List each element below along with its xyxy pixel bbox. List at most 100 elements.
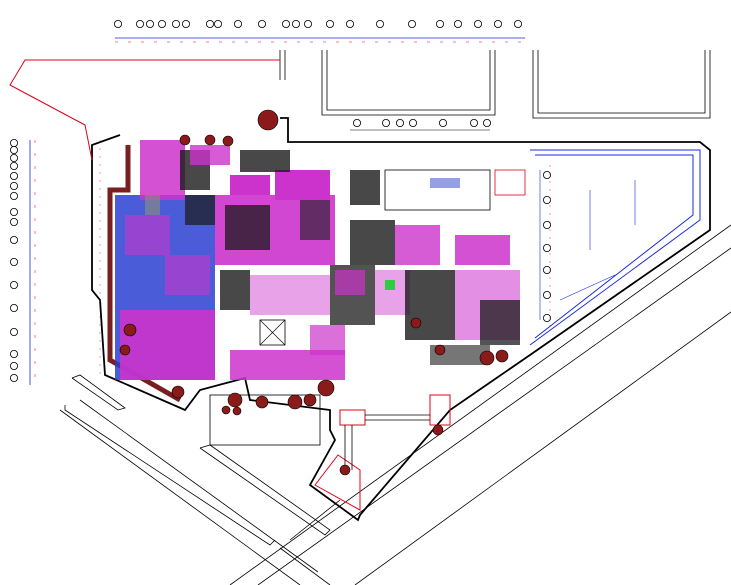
left-grid — [9, 138, 36, 385]
grid-bubble-icon — [9, 161, 18, 170]
top-grid-bubble — [375, 19, 384, 28]
grid-bubble-icon — [9, 207, 18, 216]
grid-bubble-icon — [257, 19, 266, 28]
left-grid-bubble — [9, 181, 18, 190]
tree-icon — [339, 464, 351, 476]
grid-bubble-icon — [473, 19, 482, 28]
grid-bubble-icon — [9, 327, 18, 336]
inner-grid-bubble — [395, 119, 404, 128]
left-grid-bubble — [9, 349, 18, 358]
grid-bubble-icon — [514, 19, 523, 28]
right-grid-bubble — [543, 170, 552, 179]
inner-grid-bubble — [381, 119, 390, 128]
right-grid-bubble — [543, 265, 552, 274]
axis-dimensions — [99, 140, 551, 380]
top-grid-bubble — [407, 19, 416, 28]
grid-bubble-icon — [9, 373, 18, 382]
right-grid-bubble — [543, 313, 552, 322]
grid-bubble-icon — [9, 349, 18, 358]
tree-icon — [204, 134, 216, 146]
grid-bubble-icon — [303, 19, 312, 28]
tree-icon — [479, 350, 495, 366]
grid-bubble-icon — [135, 19, 144, 28]
grid-bubble-icon — [375, 19, 384, 28]
site-boundary — [91, 117, 711, 522]
grid-bubble-icon — [493, 19, 502, 28]
right-grid-bubble — [543, 243, 552, 252]
grid-bubble-icon — [469, 119, 478, 128]
top-grid-bubble — [181, 19, 190, 28]
trees — [119, 109, 509, 476]
left-grid-bubble — [9, 303, 18, 312]
grid-bubble-icon — [114, 19, 123, 28]
top-grid-bubble — [205, 19, 214, 28]
grid-bubble-icon — [435, 19, 444, 28]
tree-icon — [255, 395, 269, 409]
east-building — [350, 169, 526, 365]
top-grid-bubble — [114, 19, 123, 28]
tree-icon — [123, 323, 137, 337]
grid-bubble-icon — [381, 119, 390, 128]
grid-bubble-icon — [345, 19, 354, 28]
grid-bubble-icon — [281, 19, 290, 28]
grid-bubble-icon — [543, 265, 552, 274]
tree-icon — [257, 109, 279, 131]
property-line — [9, 59, 280, 161]
left-grid-bubble — [9, 257, 18, 266]
tree-icon — [179, 134, 191, 146]
left-grid-bubble — [9, 327, 18, 336]
left-grid-bubble — [9, 161, 18, 170]
grid-bubble-icon — [9, 145, 18, 154]
grid-bubble-icon — [171, 19, 180, 28]
grid-bubble-icon — [543, 313, 552, 322]
top-grid-bubble — [145, 19, 154, 28]
street-lines — [59, 224, 731, 585]
grid-bubble-icon — [181, 19, 190, 28]
top-grid-bubble — [473, 19, 482, 28]
left-grid-bubble — [9, 191, 18, 200]
grid-bubble-icon — [9, 235, 18, 244]
grid-bubble-icon — [9, 257, 18, 266]
left-grid-bubble — [9, 207, 18, 216]
grid-bubble-icon — [438, 119, 447, 128]
top-grid-bubble — [514, 19, 523, 28]
grid-bubble-icon — [9, 181, 18, 190]
blue-inner-boundary — [529, 149, 701, 346]
grid-bubble-icon — [291, 19, 300, 28]
tree-icon — [410, 317, 422, 329]
tree-icon — [303, 393, 317, 407]
grid-bubble-icon — [9, 303, 18, 312]
top-grid-bubble — [291, 19, 300, 28]
inner-grid-bubbles — [352, 119, 491, 128]
tree-icon — [495, 349, 509, 363]
top-grid-bubble — [233, 19, 242, 28]
left-grid-bubble — [9, 235, 18, 244]
top-grid-bubble — [171, 19, 180, 28]
grid-bubble-icon — [543, 243, 552, 252]
grid-bubble-icon — [395, 119, 404, 128]
blue-grid-marks — [559, 180, 636, 301]
grid-bubble-icon — [543, 290, 552, 299]
top-grid-bubble — [303, 19, 312, 28]
grid-bubble-icon — [9, 153, 18, 162]
tree-icon — [287, 394, 303, 410]
grid-bubble-icon — [9, 217, 18, 226]
left-grid-bubble — [9, 171, 18, 180]
grid-bubble-icon — [9, 280, 18, 289]
inner-grid-bubble — [438, 119, 447, 128]
inner-grid-bubble — [352, 119, 361, 128]
grid-bubble-icon — [453, 19, 462, 28]
grid-bubble-icon — [325, 19, 334, 28]
tree-icon — [227, 392, 243, 408]
left-grid-bubble — [9, 145, 18, 154]
tree-icon — [317, 379, 335, 397]
grid-bubble-icon — [9, 138, 18, 147]
left-grid-bubble — [9, 280, 18, 289]
left-grid-bubble — [9, 138, 18, 147]
grid-bubble-icon — [408, 119, 417, 128]
central-building — [190, 145, 375, 380]
grid-bubble-icon — [482, 119, 491, 128]
tree-icon — [222, 135, 234, 147]
south-connectors — [209, 394, 430, 470]
